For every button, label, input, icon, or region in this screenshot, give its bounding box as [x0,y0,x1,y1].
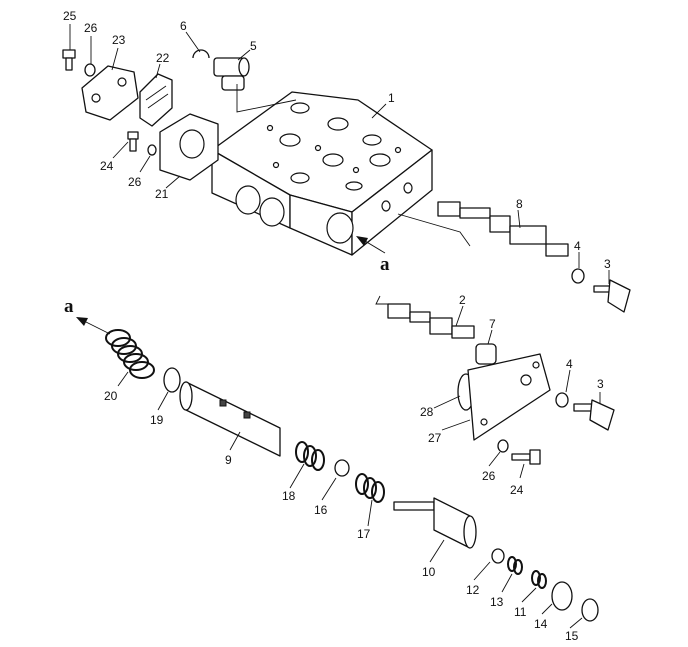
label-part-11: 11 [514,605,527,619]
seat-12 [491,548,505,564]
housing-21 [159,113,219,181]
lever-3-lower [573,399,615,431]
washer-26-lower [497,439,509,453]
label-part-18: 18 [282,489,296,503]
spring-13 [507,556,523,575]
label-part-25: 25 [63,9,77,23]
cap-14 [551,581,573,611]
snap-ring-15 [581,598,599,622]
washer-26-top [84,63,96,77]
spool-8 [437,201,569,257]
label-part-22: 22 [156,51,170,65]
label-part-21: 21 [155,187,169,201]
spool-9 [179,381,281,457]
label-part-19: 19 [150,413,164,427]
bolt-24-lower [511,449,541,465]
label-part-4-lower: 4 [566,357,573,371]
label-part-5: 5 [250,39,257,53]
label-ref-a-spring: a [64,296,74,317]
valve-10 [393,497,477,549]
spool-2 [387,303,475,339]
label-part-2: 2 [459,293,466,307]
label-part-12: 12 [466,583,480,597]
label-part-27: 27 [428,431,442,445]
lever-22 [139,73,173,127]
cover-plate-23 [81,65,139,121]
bushing-7 [475,343,497,365]
label-part-1: 1 [388,91,395,105]
valve-body [211,91,433,256]
washer-26-mid [147,144,157,156]
spring-18 [295,441,325,471]
nut-4-lower [555,392,569,408]
ring-19 [163,367,181,393]
cover-27 [467,353,551,441]
label-part-10: 10 [422,565,436,579]
label-part-15: 15 [565,629,579,643]
label-part-23: 23 [112,33,126,47]
label-part-16: 16 [314,503,328,517]
label-part-6: 6 [180,19,187,33]
label-part-4-upper: 4 [574,239,581,253]
reference-arrow-a-spring [76,317,111,335]
seat-16 [334,459,350,477]
spring-11 [531,570,547,589]
label-part-24-top: 24 [100,159,114,173]
label-part-26-top: 26 [84,21,98,35]
label-part-17: 17 [357,527,371,541]
plug-5 [213,57,250,91]
label-ref-a-body: a [380,254,390,275]
bolt-24-top [127,131,139,152]
snap-ring-6 [192,49,210,59]
callout-labels: 25 26 23 22 24 26 21 6 5 1 a 8 4 3 2 7 4… [63,9,611,643]
label-part-24-lower: 24 [510,483,524,497]
nut-4-upper [571,268,585,284]
label-part-13: 13 [490,595,504,609]
spring-20 [105,329,155,379]
label-part-20: 20 [104,389,118,403]
lever-3-upper [593,279,631,313]
label-part-14: 14 [534,617,548,631]
label-part-7: 7 [489,317,496,331]
label-part-28: 28 [420,405,434,419]
reference-arrow-a-body [356,236,386,254]
spring-17 [355,473,385,503]
bolt-25 [62,49,76,71]
label-part-3-lower: 3 [597,377,604,391]
label-part-3-upper: 3 [604,257,611,271]
label-part-8: 8 [516,197,523,211]
label-part-26-mid: 26 [128,175,142,189]
leader-lines [69,24,610,629]
label-part-26-lower: 26 [482,469,496,483]
label-part-9: 9 [225,453,232,467]
